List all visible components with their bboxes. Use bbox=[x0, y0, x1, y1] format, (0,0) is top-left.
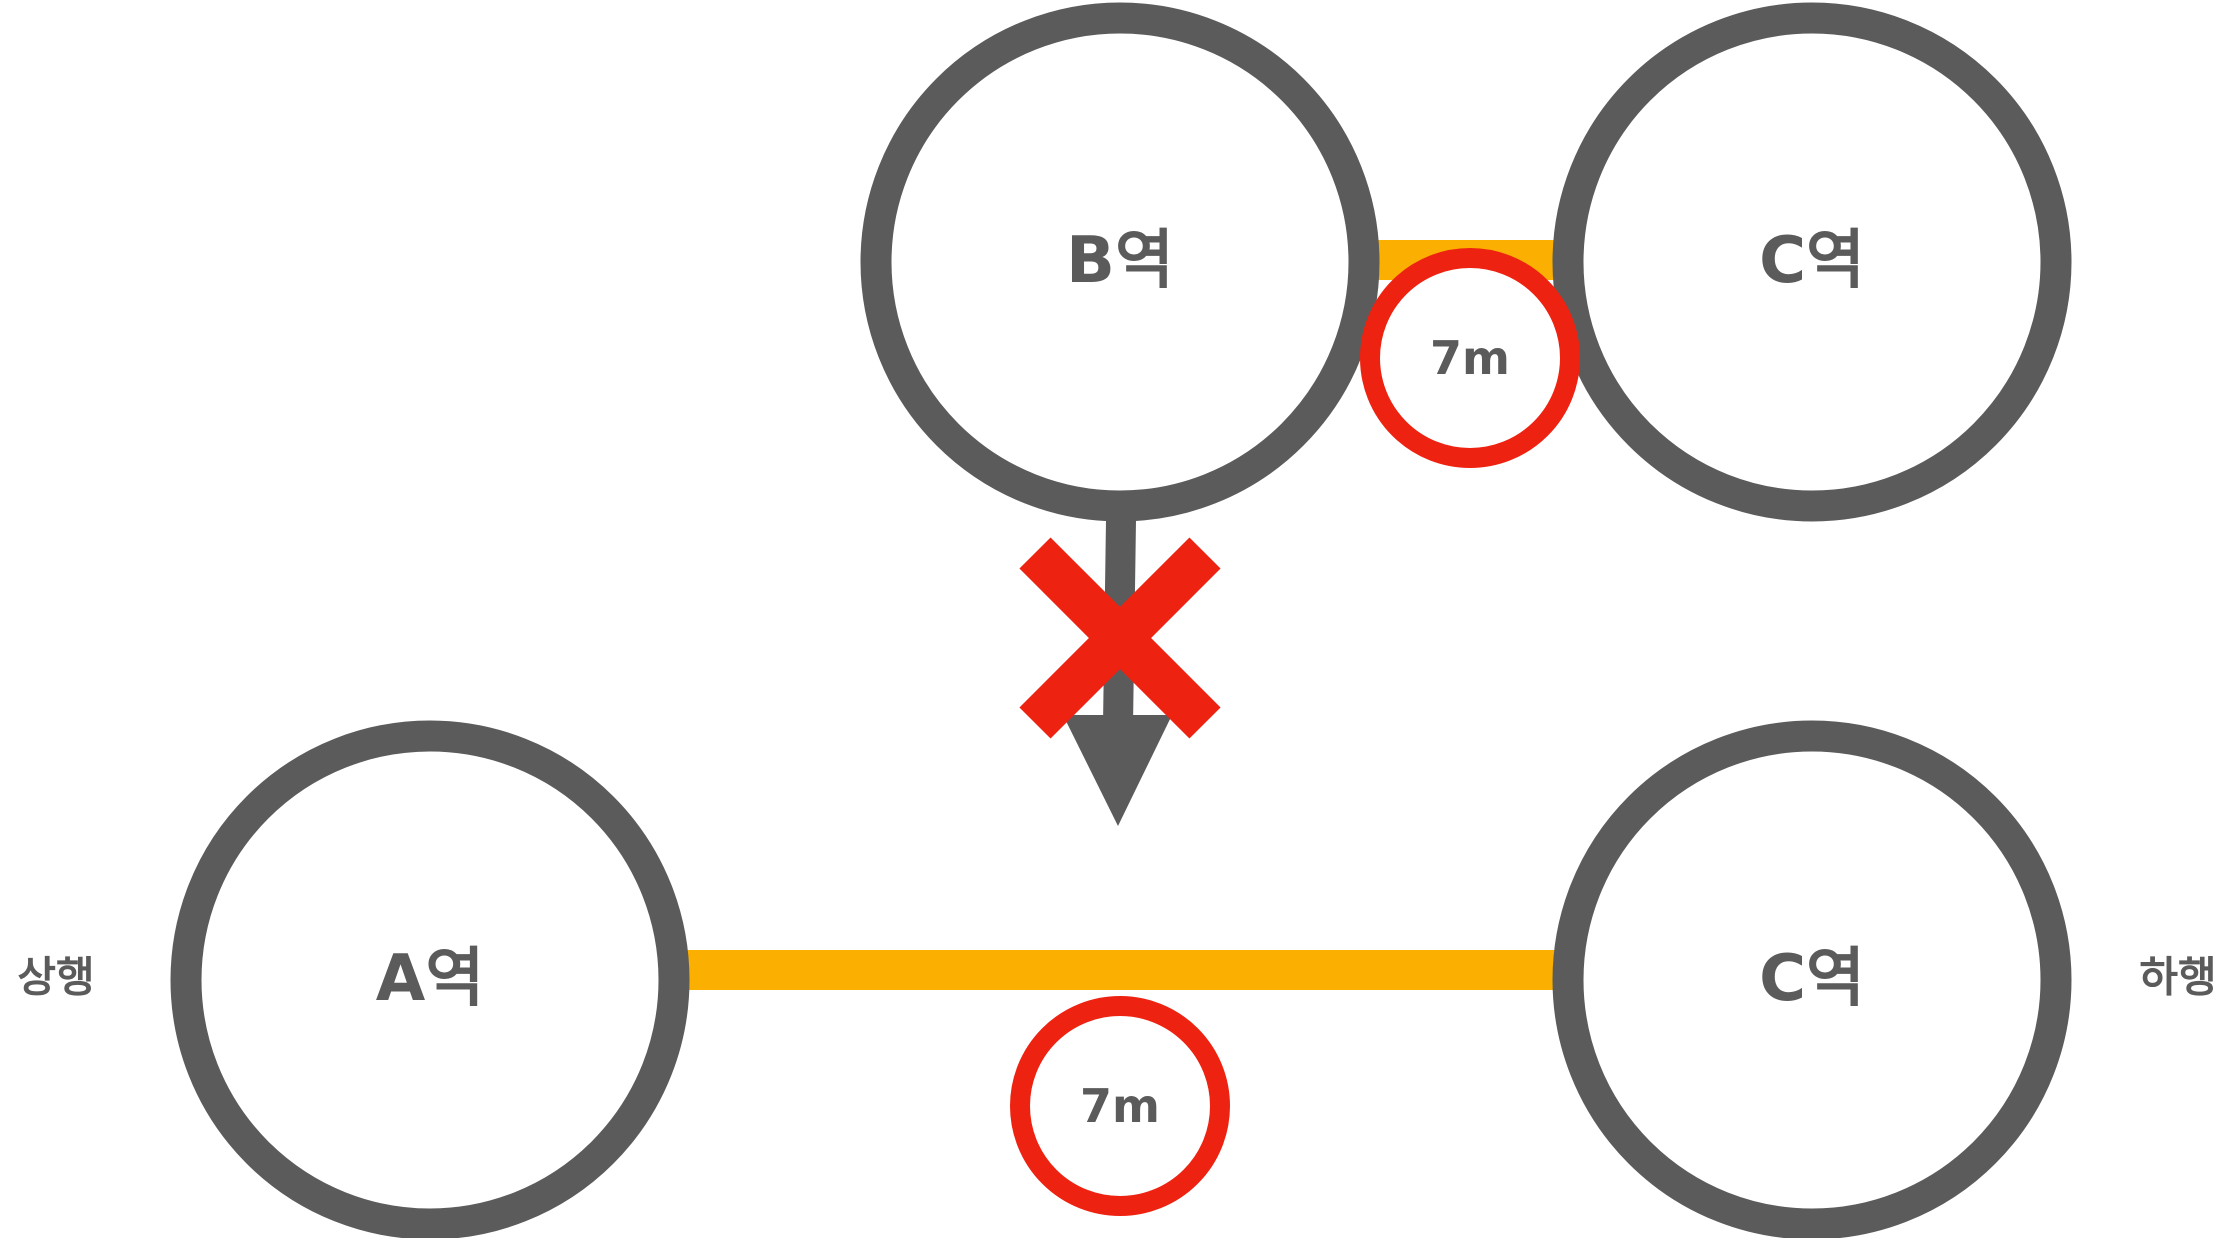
direction-right-label: 하행 bbox=[2139, 953, 2216, 1002]
station-c-bottom-label: C역 bbox=[1759, 942, 1865, 1016]
distance-marker-bottom: 7m bbox=[1010, 996, 1230, 1216]
station-b-label: B역 bbox=[1066, 224, 1174, 298]
distance-marker-top: 7m bbox=[1360, 248, 1580, 468]
station-c-top: C역 bbox=[1552, 2, 2072, 522]
direction-left-label: 상행 bbox=[17, 953, 94, 1002]
station-c-bottom: C역 bbox=[1552, 720, 2072, 1238]
station-a-label: A역 bbox=[376, 942, 484, 1016]
cross-x-icon bbox=[1019, 537, 1221, 739]
track-bottom bbox=[680, 950, 1580, 990]
distance-top-label: 7m bbox=[1430, 331, 1510, 385]
distance-bottom-label: 7m bbox=[1080, 1079, 1160, 1133]
station-c-top-label: C역 bbox=[1759, 224, 1865, 298]
station-a: A역 bbox=[170, 720, 690, 1238]
station-b: B역 bbox=[860, 2, 1380, 522]
